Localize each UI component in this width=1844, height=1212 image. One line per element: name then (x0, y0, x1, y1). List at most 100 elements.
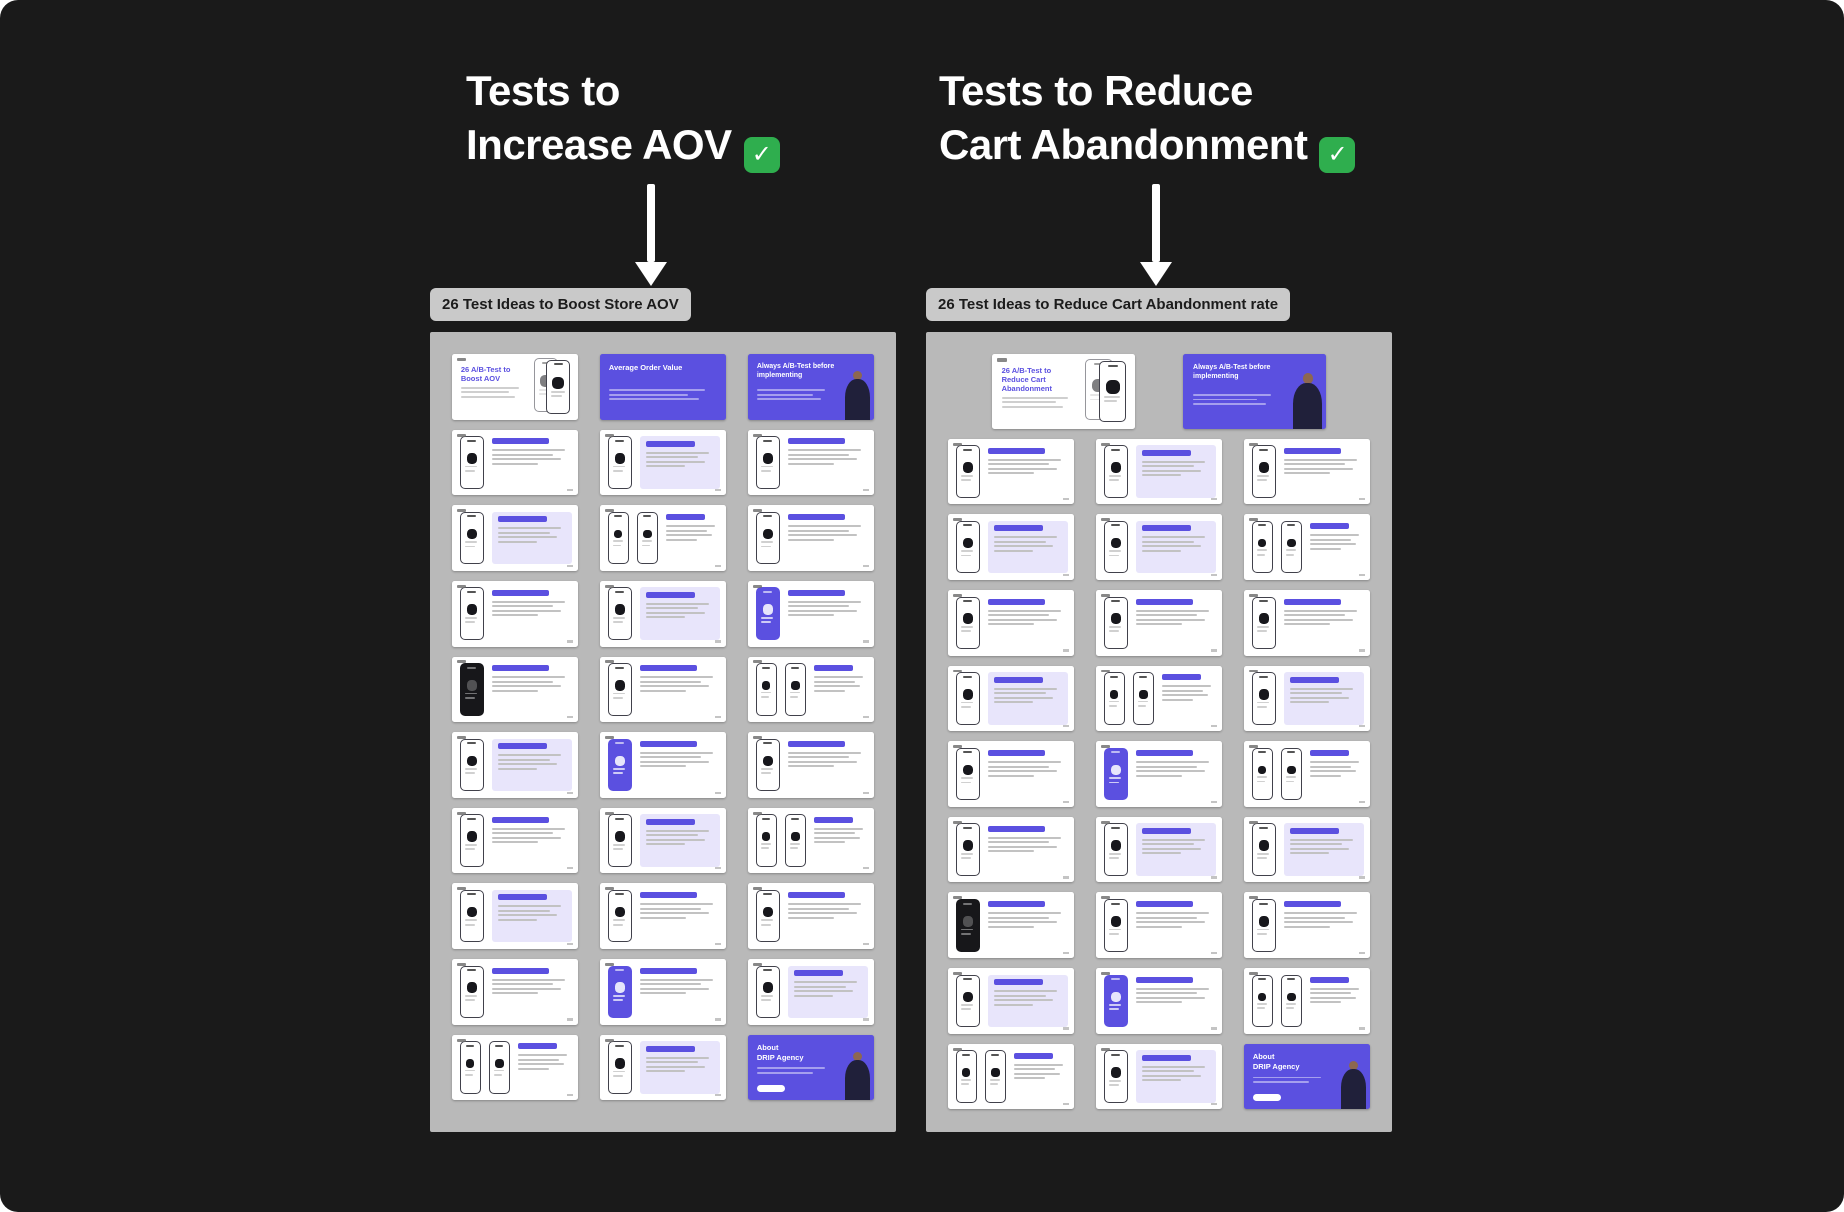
board-aov[interactable]: 26 A/B-Test to Boost AOV Average Order Va… (430, 332, 896, 1132)
skeleton-line (788, 609, 857, 612)
skeleton-lines (1257, 701, 1270, 708)
slide-thumbnail-wf4[interactable] (1096, 968, 1222, 1034)
slide-thumbnail-darkphone[interactable] (452, 656, 578, 723)
slide-thumbnail-wf2[interactable] (1096, 514, 1222, 580)
slide-thumbnail-wf4[interactable] (1096, 741, 1222, 807)
slide-thumbnail-purple-person[interactable]: Always A/B-Test before implementing (1183, 354, 1327, 429)
slide-thumbnail-wf1[interactable] (948, 438, 1074, 505)
section-label-cart[interactable]: 26 Test Ideas to Reduce Cart Abandonment… (926, 288, 1291, 321)
logo-mark (1101, 442, 1110, 446)
slide-thumbnail-wf1[interactable] (1096, 892, 1222, 959)
slide-thumbnail-wf2[interactable] (600, 807, 726, 874)
slide-thumbnail-wf1[interactable] (948, 816, 1074, 883)
page-number (1062, 876, 1069, 879)
skeleton-line (460, 395, 515, 398)
slide-thumbnail-wf3[interactable] (1244, 514, 1370, 580)
slide-text-block (492, 663, 572, 716)
heading-highlight (988, 825, 1046, 832)
skeleton-lines (1109, 550, 1122, 557)
slide-thumbnail-wf1[interactable] (452, 807, 578, 874)
slide-thumbnail-wf2[interactable] (1096, 1043, 1222, 1110)
slide-thumbnail-wf2[interactable] (948, 514, 1074, 580)
slide-thumbnail-wf1[interactable] (1096, 589, 1222, 656)
skeleton-lines (613, 692, 626, 699)
heading-highlight (1284, 901, 1342, 908)
slide-thumbnail-wf2[interactable] (1096, 438, 1222, 505)
skeleton-line (640, 978, 714, 981)
slide-thumbnail-wf1[interactable] (748, 883, 874, 949)
slide-thumbnail-wf4[interactable] (748, 580, 874, 647)
slide-thumbnail-wf2[interactable] (1244, 816, 1370, 883)
logo-mark (1101, 669, 1110, 673)
slide-thumbnail-wf1[interactable] (948, 589, 1074, 656)
slide-thumbnail-wf1[interactable] (1244, 892, 1370, 959)
annotation-text-line: Tests to (466, 67, 620, 114)
slide-thumbnail-wf2[interactable] (600, 429, 726, 496)
skeleton-lines (1289, 838, 1358, 855)
skeleton-line (1289, 701, 1330, 704)
skeleton-line (1252, 1080, 1310, 1083)
slide-thumbnail-wf2[interactable] (1096, 816, 1222, 883)
skeleton-line (761, 469, 772, 472)
slide-thumbnail-wf3[interactable] (948, 1043, 1074, 1110)
phone-notch (1111, 751, 1121, 754)
skeleton-line (645, 1065, 705, 1068)
person-photo (1341, 1060, 1367, 1110)
slide-thumbnail-wf3[interactable] (748, 807, 874, 874)
slide-text-block (640, 890, 720, 943)
section-label-aov[interactable]: 26 Test Ideas to Boost Store AOV (430, 288, 691, 321)
heading-highlight (497, 743, 547, 750)
slide-thumbnail-darkphone[interactable] (948, 892, 1074, 959)
slide-thumbnail-wf3[interactable] (748, 656, 874, 723)
logo-mark (605, 509, 614, 513)
skeleton-line (788, 903, 862, 906)
slide-thumbnail-wf3[interactable] (452, 1034, 578, 1101)
slide-thumbnail-wf1[interactable] (600, 656, 726, 723)
slide-thumbnail-wf2[interactable] (748, 959, 874, 1025)
slide-thumbnail-wf1[interactable] (748, 732, 874, 798)
page-number (1358, 498, 1365, 501)
skeleton-line (813, 680, 855, 683)
phone-notch (1258, 524, 1267, 527)
slide-thumbnail-wf4[interactable] (600, 732, 726, 798)
slide-thumbnail-wf1[interactable] (1244, 589, 1370, 656)
phone-notch (762, 817, 771, 820)
heading-highlight (640, 892, 698, 899)
slide-wireframe (755, 814, 868, 867)
slide-thumbnail-wf3[interactable] (1244, 741, 1370, 807)
slide-thumbnail-wf2[interactable] (600, 1034, 726, 1101)
slide-thumbnail-cover[interactable]: 26 A/B-Test to Boost AOV (452, 354, 578, 420)
slide-thumbnail-wf1[interactable] (452, 429, 578, 496)
slide-thumbnail-wf2[interactable] (1244, 665, 1370, 732)
slide-thumbnail-wf1[interactable] (748, 505, 874, 571)
phone-notch (1259, 675, 1269, 678)
board-cart[interactable]: 26 A/B-Test to Reduce Cart Abandonment Al… (926, 332, 1392, 1132)
skeleton-line (517, 1054, 568, 1057)
page-number (566, 1094, 573, 1097)
slide-thumbnail-wf2[interactable] (948, 665, 1074, 732)
slide-thumbnail-purple-person[interactable]: Always A/B-Test before implementing (748, 354, 874, 420)
slide-thumbnail-wf1[interactable] (600, 883, 726, 949)
slide-thumbnail-cover[interactable]: 26 A/B-Test to Reduce Cart Abandonment (991, 354, 1135, 429)
slide-thumbnail-wf1[interactable] (452, 580, 578, 647)
slide-thumbnail-wf3[interactable] (1244, 968, 1370, 1034)
slide-thumbnail-wf1[interactable] (452, 959, 578, 1025)
slide-thumbnail-wf2[interactable] (600, 580, 726, 647)
skeleton-line (960, 1083, 969, 1085)
slide-thumbnail-wf2[interactable] (452, 732, 578, 798)
slide-thumbnail-wf3[interactable] (600, 505, 726, 571)
phone-mockup-icon (784, 663, 806, 716)
slide-thumbnail-wf4[interactable] (600, 959, 726, 1025)
slide-thumbnail-wf3[interactable] (1096, 665, 1222, 732)
slide-thumbnail-wf2[interactable] (452, 505, 578, 571)
slide-thumbnail-wf1[interactable] (748, 429, 874, 496)
skeleton-lines (790, 842, 801, 849)
phone-notch (763, 590, 773, 593)
slide-thumbnail-wf1[interactable] (1244, 438, 1370, 505)
slide-thumbnail-wf2[interactable] (948, 968, 1074, 1034)
slide-thumbnail-wf2[interactable] (452, 883, 578, 949)
slide-thumbnail-purple-title[interactable]: Average Order Value (600, 354, 726, 420)
slide-thumbnail-wf1[interactable] (948, 741, 1074, 807)
